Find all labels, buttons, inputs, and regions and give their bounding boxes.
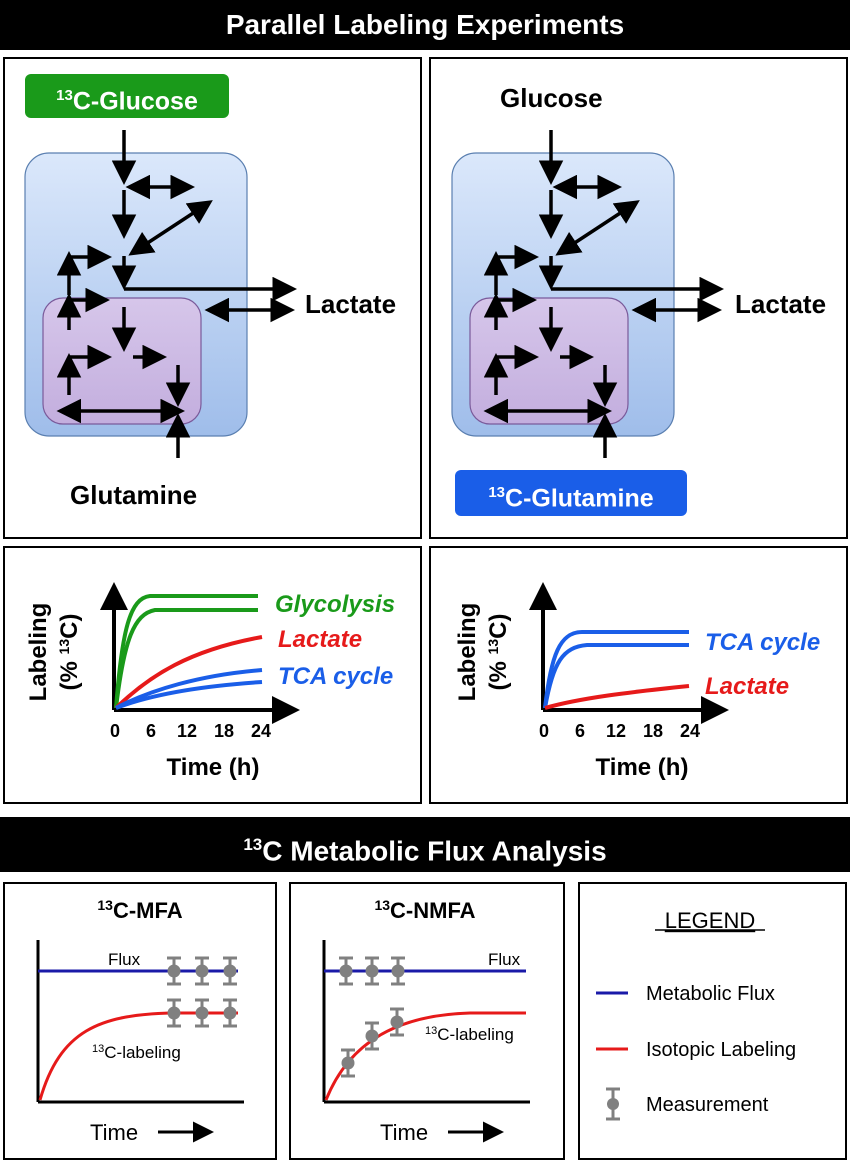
mitochondria-compartment (469, 297, 629, 425)
label-glucose: Glucose (500, 83, 603, 113)
mfa-measurements (167, 956, 237, 1028)
labeling-curve (324, 1011, 526, 1101)
measurement-point (339, 956, 353, 986)
measurement-point (167, 956, 181, 986)
banner-parallel-labeling: Parallel Labeling Experiments (0, 0, 850, 50)
series-label-lactate-right: Lactate (705, 673, 789, 700)
tick-24: 24 (251, 721, 271, 741)
x-axis-label-right: Time (h) (596, 754, 689, 781)
legend-measurement-label: Measurement (646, 1094, 769, 1116)
tca-curve-lower (115, 680, 263, 710)
tick-18: 18 (214, 721, 234, 741)
network-diagrams (24, 130, 724, 458)
network-left (24, 130, 297, 458)
time-label: Time (90, 1120, 138, 1145)
nmfa-measurements (339, 956, 405, 1078)
legend-title: LEGEND (665, 908, 755, 933)
series-label-tca-right: TCA cycle (705, 629, 820, 656)
tick-0-right: 0 (539, 721, 549, 741)
legend-panel (578, 882, 847, 1160)
tag-13c-glutamine: 13C-Glutamine (455, 470, 687, 516)
nmfa-title: 13C-NMFA (374, 897, 475, 923)
network-right (451, 130, 724, 458)
tick-6-right: 6 (575, 721, 585, 741)
measurement-point (223, 998, 237, 1028)
series-label-tca: TCA cycle (278, 663, 393, 690)
lactate-curve-right (544, 684, 690, 710)
tick-12: 12 (177, 721, 197, 741)
time-label: Time (380, 1120, 428, 1145)
flux-label: Flux (108, 950, 141, 969)
legend-measurement-icon (606, 1087, 620, 1121)
legend: LEGEND Metabolic Flux Isotopic Labeling … (596, 908, 796, 1121)
nmfa-panel (289, 882, 565, 1160)
label-glutamine: Glutamine (70, 480, 198, 510)
x-axis-label: Time (h) (167, 754, 260, 781)
legend-flux-label: Metabolic Flux (646, 983, 775, 1005)
series-label-glycolysis: Glycolysis (275, 591, 395, 618)
labeling-label: 13C-labeling (425, 1025, 514, 1044)
nmfa-chart: 13C-NMFA Flux 13C-labeling Time (322, 897, 530, 1145)
measurement-point (167, 998, 181, 1028)
y-axis-label-unit-right: (% 13C) (485, 614, 512, 691)
tick-6: 6 (146, 721, 156, 741)
y-axis-label-right: Labeling (454, 603, 481, 702)
y-axis-label-unit: (% 13C) (56, 614, 83, 691)
measurement-point (365, 956, 379, 986)
measurement-point (365, 1021, 379, 1051)
mfa-chart: 13C-MFA Flux 13C-labeling Time (36, 897, 244, 1145)
tag-13c-glucose: 13C-Glucose (25, 74, 229, 118)
pathway-arrow (555, 200, 640, 256)
labeling-label: 13C-labeling (92, 1043, 181, 1062)
measurement-point (341, 1048, 355, 1078)
labeling-curve (38, 1011, 238, 1101)
label-lactate-left: Lactate (305, 289, 397, 319)
tick-12-right: 12 (606, 721, 626, 741)
measurement-point (223, 956, 237, 986)
series-label-lactate: Lactate (278, 626, 362, 653)
measurement-point (195, 956, 209, 986)
labeling-panel-right (429, 546, 848, 804)
measurement-point (391, 956, 405, 986)
banner-metabolic-flux-analysis: 13C Metabolic Flux Analysis (0, 817, 850, 872)
pathway-arrow (128, 200, 213, 256)
flux-label: Flux (488, 950, 521, 969)
labeling-charts: Glycolysis Lactate TCA cycle 0 6 12 18 2… (25, 582, 820, 781)
labeling-chart-left: Glycolysis Lactate TCA cycle 0 6 12 18 2… (25, 582, 395, 781)
measurement-point (390, 1007, 404, 1037)
measurement-point (195, 998, 209, 1028)
legend-labeling-label: Isotopic Labeling (646, 1039, 796, 1061)
label-lactate-right: Lactate (735, 289, 827, 319)
mfa-title: 13C-MFA (97, 897, 182, 923)
y-axis-label: Labeling (25, 603, 52, 702)
lactate-curve (114, 635, 263, 710)
tca-curve-lower-right (543, 643, 689, 709)
glycolysis-curve-lower (114, 608, 258, 709)
mitochondria-compartment (42, 297, 202, 425)
tick-18-right: 18 (643, 721, 663, 741)
tick-0: 0 (110, 721, 120, 741)
labeling-chart-right: TCA cycle Lactate 0 6 12 18 24 Time (h) … (454, 582, 820, 781)
tick-24-right: 24 (680, 721, 700, 741)
